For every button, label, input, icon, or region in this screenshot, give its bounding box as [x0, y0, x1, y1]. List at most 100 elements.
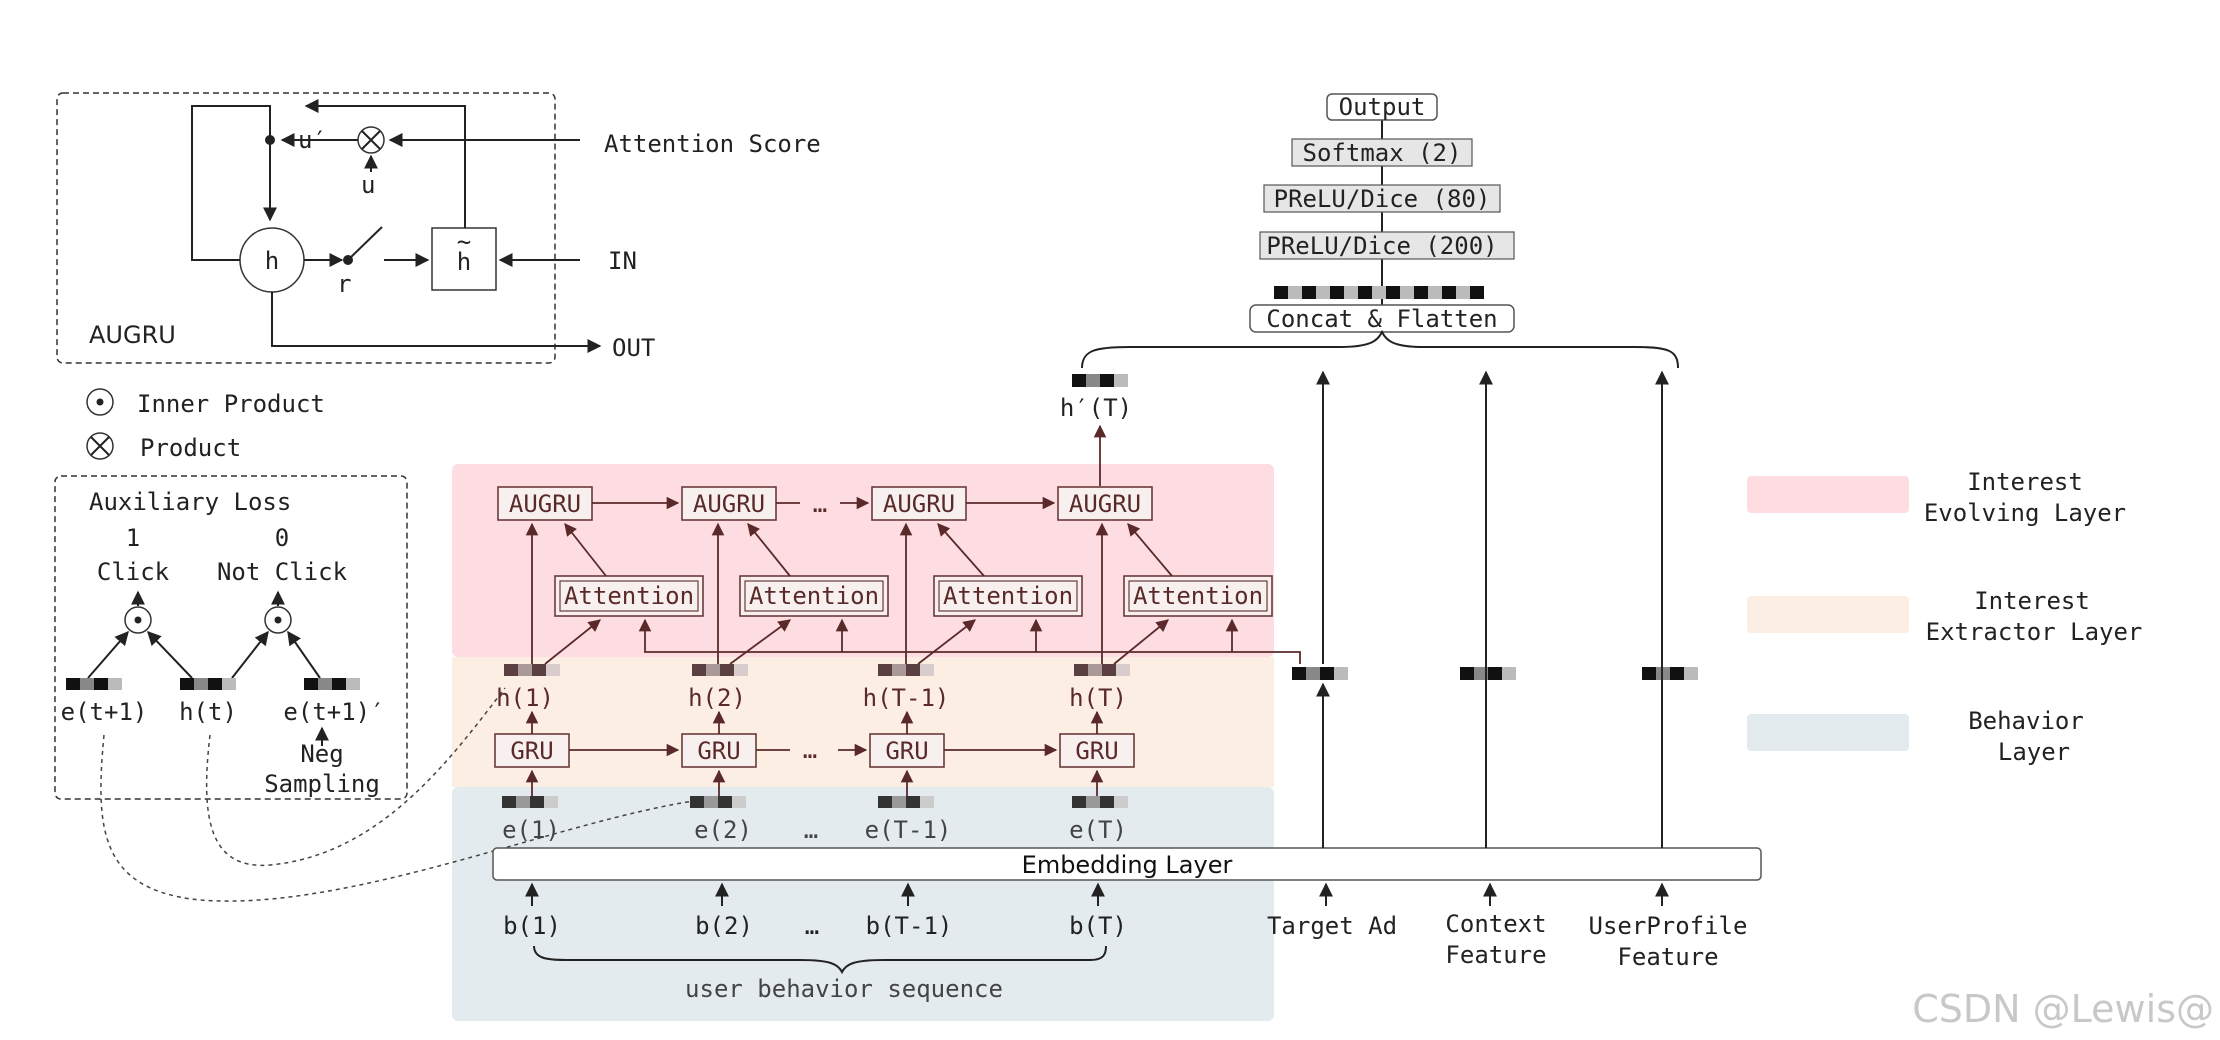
- b-label-3: b(T-1): [866, 912, 953, 940]
- concat-brace: [1081, 329, 1679, 369]
- legend-extractor-line1: Interest: [1974, 587, 2090, 615]
- attention-box-2: [739, 575, 889, 617]
- embedding-layer-box: [492, 847, 1762, 881]
- evolving-ellipsis: …: [813, 490, 827, 518]
- e-ellipsis: …: [804, 816, 818, 844]
- h-t-label: h(t): [179, 698, 237, 726]
- interest-extractor-layer-bg: [452, 657, 1274, 787]
- neg-sampling-line2: Sampling: [264, 770, 380, 798]
- dotted-link-h: [205, 687, 506, 867]
- b-ellipsis: …: [805, 912, 819, 940]
- behavior-layer: e(1) e(2) … e(T-1) e(T) Embedding Layer …: [492, 796, 1762, 1003]
- augru-box-4: [1057, 486, 1153, 521]
- attention-label-2: Attention: [749, 582, 879, 610]
- h-tilde-tilde: ~: [457, 228, 471, 256]
- e-embed-4: [1072, 796, 1128, 808]
- watermark: CSDN @Lewis@: [1912, 987, 2214, 1031]
- h-node-label: h: [265, 247, 279, 275]
- operator-legend: Inner Product Product: [86, 388, 325, 462]
- r-label: r: [337, 270, 351, 298]
- layer-legend: Interest Evolving Layer Interest Extract…: [1747, 468, 2142, 766]
- inner-product-label: Inner Product: [137, 390, 325, 418]
- e-embed-3: [878, 796, 934, 808]
- attention-label-1: Attention: [564, 582, 694, 610]
- legend-behavior-line1: Behavior: [1968, 707, 2084, 735]
- e-next-label: e(t+1): [61, 698, 148, 726]
- legend-swatch-behavior: [1747, 714, 1909, 751]
- output-stack: Output Softmax (2) PReLU/Dice (80) PReLU…: [1081, 93, 1679, 369]
- target-ad-label: Target Ad: [1267, 912, 1397, 940]
- augru-label-2: AUGRU: [693, 490, 765, 518]
- e-label-2: e(2): [694, 816, 752, 844]
- output-box: [1326, 93, 1438, 121]
- softmax-box: [1291, 138, 1473, 167]
- prelu80-box: [1263, 184, 1501, 213]
- click-value: 1: [126, 524, 140, 552]
- gru-box-1: [494, 733, 570, 768]
- augru-label-4: AUGRU: [1069, 490, 1141, 518]
- augru-box-1: [497, 486, 593, 521]
- e-embed-2: [690, 796, 746, 808]
- gru-label-4: GRU: [1075, 737, 1118, 765]
- gru-label-2: GRU: [697, 737, 740, 765]
- prelu80-label: PReLU/Dice (80): [1274, 185, 1491, 213]
- e-label-3: e(T-1): [865, 816, 952, 844]
- legend-swatch-extractor: [1747, 596, 1909, 633]
- gru-label-3: GRU: [885, 737, 928, 765]
- concat-embedding: [1274, 286, 1484, 299]
- profile-embed: [1642, 667, 1698, 680]
- legend-behavior-line2: Layer: [1998, 738, 2070, 766]
- h-prime-T: h′(T): [1060, 374, 1132, 486]
- profile-label-2: Feature: [1617, 943, 1718, 971]
- softmax-label: Softmax (2): [1303, 139, 1462, 167]
- legend-evolving-line1: Interest: [1967, 468, 2083, 496]
- embedding-layer-label: Embedding Layer: [1022, 851, 1233, 879]
- gru-label-1: GRU: [510, 737, 553, 765]
- h-tilde-label: h: [457, 248, 471, 276]
- h-label-4: h(T): [1069, 684, 1127, 712]
- context-embed: [1460, 667, 1516, 680]
- h-embed-4: [1074, 664, 1130, 676]
- b-label-1: b(1): [503, 912, 561, 940]
- e-label-4: e(T): [1069, 816, 1127, 844]
- b-label-4: b(T): [1069, 912, 1127, 940]
- legend-swatch-evolving: [1747, 476, 1909, 513]
- product-label: Product: [140, 434, 241, 462]
- attention-box-4: [1123, 575, 1273, 617]
- output-label: Output: [1339, 93, 1426, 121]
- not-click-label: Not Click: [217, 558, 348, 586]
- legend-extractor-line2: Extractor Layer: [1926, 618, 2143, 646]
- h-prime-T-label: h′(T): [1060, 394, 1132, 422]
- embedding-h-t: [180, 678, 236, 690]
- extractor-ellipsis: …: [803, 736, 817, 764]
- neg-sampling-line1: Neg: [300, 740, 343, 768]
- in-label: IN: [608, 247, 637, 275]
- embedding-e-neg: [304, 678, 360, 690]
- b-label-2: b(2): [695, 912, 753, 940]
- context-label-1: Context: [1445, 910, 1546, 938]
- e-neg-label: e(t+1)′: [283, 698, 384, 726]
- gru-box-2: [681, 733, 757, 768]
- behavior-layer-bg: [452, 787, 1274, 1021]
- attention-score-label: Attention Score: [604, 130, 821, 158]
- concat-label: Concat & Flatten: [1266, 305, 1497, 333]
- click-label: Click: [97, 558, 170, 586]
- attention-label-3: Attention: [943, 582, 1073, 610]
- aux-loss-title: Auxiliary Loss: [89, 488, 291, 516]
- embedding-e-next: [66, 678, 122, 690]
- prelu200-box: [1259, 231, 1515, 260]
- u-prime-label: u′: [298, 126, 327, 154]
- dotted-link-e: [100, 734, 701, 902]
- augru-label-1: AUGRU: [509, 490, 581, 518]
- augru-panel-label: AUGRU: [89, 321, 176, 349]
- h-embed-1: [504, 664, 560, 676]
- u-label: u: [361, 171, 375, 199]
- h-embed-2: [692, 664, 748, 676]
- attention-label-4: Attention: [1133, 582, 1263, 610]
- prelu200-label: PReLU/Dice (200): [1266, 232, 1497, 260]
- h-label-3: h(T-1): [863, 684, 950, 712]
- auxiliary-loss-panel: Auxiliary Loss 1 Click 0 Not Click e(t+1…: [54, 475, 408, 800]
- h-label-2: h(2): [688, 684, 746, 712]
- interest-extractor-layer: h(1) h(2) h(T-1) h(T) GRU GRU GRU GRU …: [494, 664, 1135, 796]
